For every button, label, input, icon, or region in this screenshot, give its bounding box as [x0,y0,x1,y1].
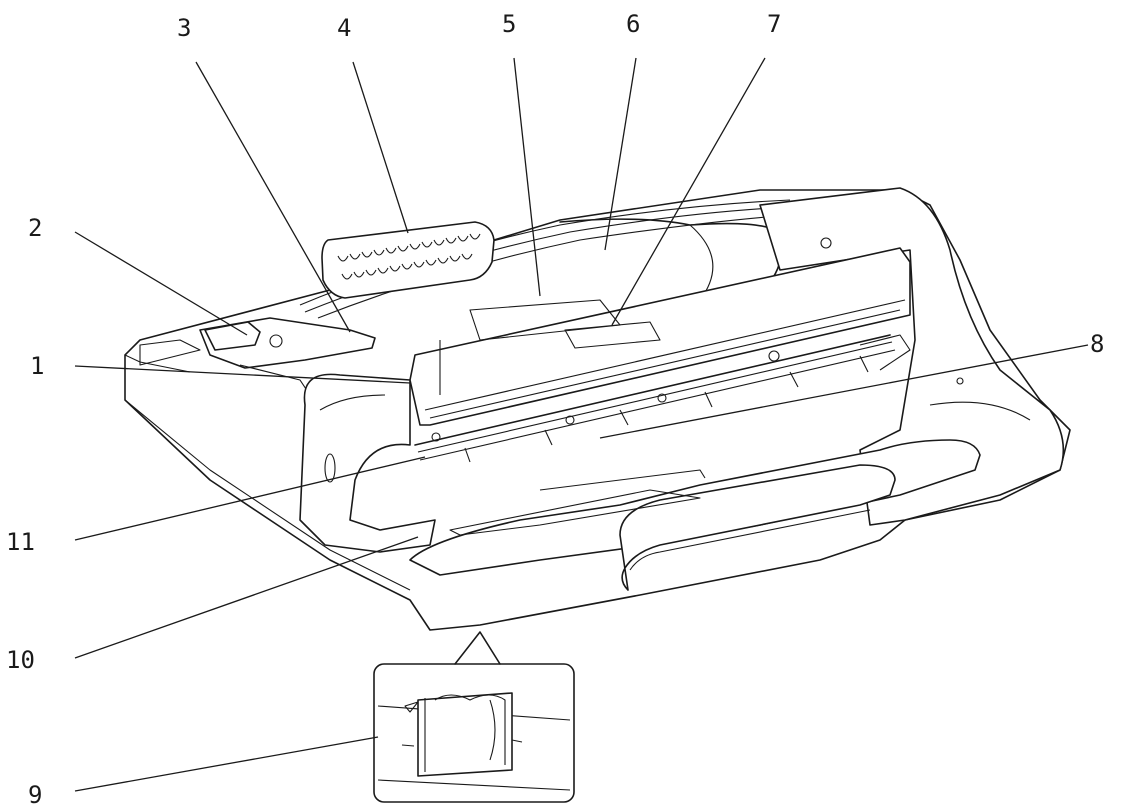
right-housing [759,187,1065,526]
callout-2: 2 [28,214,42,242]
lever-assembly [199,317,376,396]
callout-3: 3 [177,14,191,42]
callout-7: 7 [767,10,781,38]
leader-4 [352,61,409,234]
feed-roller-assembly [414,334,911,463]
callout-8: 8 [1090,330,1104,358]
callout-5: 5 [502,10,516,38]
leader-lines [74,57,1089,792]
callout-4: 4 [337,14,351,42]
spring-handle [321,221,495,299]
output-tray [409,439,981,591]
callout-11: 11 [6,528,35,556]
inset-detail [373,631,575,803]
leader-10 [74,536,419,659]
left-end-cap [299,373,436,553]
callout-9: 9 [28,781,42,806]
leader-7 [611,57,766,326]
leader-5 [513,57,541,297]
leader-1 [74,365,411,384]
callout-labels: 1 2 3 4 5 6 7 8 9 10 11 [6,10,1104,806]
leader-8 [599,344,1089,439]
scanner-lid [409,247,911,426]
leader-3 [195,61,351,333]
callout-1: 1 [30,352,44,380]
leader-2 [74,231,248,336]
leader-6 [604,57,637,251]
callout-6: 6 [626,10,640,38]
leader-9 [74,736,379,792]
callout-10: 10 [6,646,35,674]
leader-11 [74,456,426,541]
